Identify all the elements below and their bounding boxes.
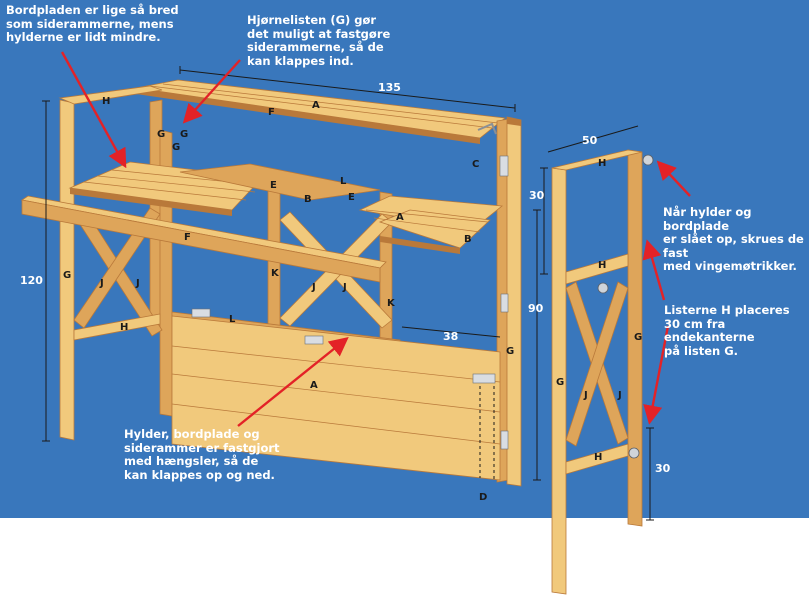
- label-d: D: [479, 492, 487, 503]
- left-cross-brace-2: [73, 207, 161, 329]
- note-listerne: Listerne H placeres 30 cm fra endekanter…: [664, 303, 790, 358]
- label-g: G: [506, 346, 514, 357]
- side-mid-rail: [565, 253, 629, 285]
- hinge: [500, 430, 509, 450]
- label-g: G: [172, 142, 180, 153]
- arrow-listerne-down: [643, 325, 670, 425]
- label-g: G: [556, 377, 564, 388]
- bracket-c: [477, 122, 497, 135]
- note-hjornelisten: Hjørnelisten (G) gør det muligt at fastg…: [247, 13, 391, 68]
- dim-height-table: 90: [528, 302, 544, 315]
- label-a: A: [310, 380, 318, 391]
- label-k: K: [387, 298, 396, 309]
- wing-nut: [628, 447, 640, 459]
- label-a: A: [312, 100, 320, 111]
- label-j: J: [342, 282, 347, 293]
- label-j: J: [617, 390, 622, 401]
- hinge: [191, 308, 211, 318]
- side-low-rail: [565, 443, 629, 475]
- label-b: B: [304, 194, 312, 205]
- dimension-lines: [42, 66, 654, 521]
- label-b: B: [464, 234, 472, 245]
- dim-side-bottom-offset: 30: [655, 462, 671, 475]
- note-bordplade: Bordpladen er lige så bred som sideramme…: [6, 3, 179, 44]
- front-panel: [171, 315, 501, 481]
- hinge: [472, 373, 496, 384]
- dim-side-depth: 50: [582, 134, 598, 147]
- hinge: [500, 293, 509, 313]
- label-e: E: [270, 180, 277, 191]
- note-hylder: Hylder, bordplade og siderammer er fastg…: [124, 427, 280, 482]
- side-brace-2: [565, 281, 629, 447]
- hinge: [499, 155, 509, 177]
- label-e: E: [348, 192, 355, 203]
- label-k: K: [271, 268, 280, 279]
- left-top-rail: [58, 85, 163, 105]
- label-a: A: [396, 212, 404, 223]
- top-shelf-edge: [136, 88, 480, 144]
- wing-nut: [642, 154, 654, 166]
- label-f: F: [268, 107, 275, 118]
- label-h: H: [120, 322, 128, 333]
- label-h: H: [102, 96, 110, 107]
- label-h: H: [598, 260, 606, 271]
- dim-shelf-depth: 38: [443, 330, 459, 343]
- dim-side-top-offset: 30: [529, 189, 545, 202]
- mid-shelf-frame: [179, 163, 381, 201]
- side-top-rail: [551, 149, 643, 171]
- label-h: H: [598, 158, 606, 169]
- label-g: G: [157, 129, 165, 140]
- dim-width-top: 135: [378, 81, 401, 94]
- wing-nut: [597, 282, 609, 294]
- arrow-bordplade: [60, 51, 127, 169]
- main-bench: [20, 79, 522, 487]
- label-g: G: [63, 270, 71, 281]
- arrow-hjornelisten: [182, 59, 241, 124]
- label-c: C: [472, 159, 479, 170]
- hinge: [304, 335, 324, 345]
- dim-height-total: 120: [20, 274, 43, 287]
- label-j: J: [311, 282, 316, 293]
- label-g: G: [180, 129, 188, 140]
- callout-arrows: [60, 51, 691, 427]
- label-h: H: [594, 452, 602, 463]
- label-g: G: [634, 332, 642, 343]
- note-vingemotrikker: Når hylder og bordplade er slået op, skr…: [663, 205, 804, 273]
- arrow-hylder: [237, 336, 349, 427]
- label-j: J: [135, 278, 140, 289]
- arrow-vingemotrikker: [656, 160, 691, 197]
- leg-right-front: [506, 116, 522, 487]
- left-lower-rail: [73, 313, 161, 341]
- label-j: J: [583, 390, 588, 401]
- label-l: L: [229, 314, 236, 325]
- label-l: L: [340, 176, 347, 187]
- label-f: F: [184, 232, 191, 243]
- label-j: J: [99, 278, 104, 289]
- side-frame: [551, 149, 654, 595]
- arrow-listerne-up: [642, 239, 666, 301]
- part-labels: H A F G G G C E L B E A B F G J J K J J …: [63, 96, 642, 503]
